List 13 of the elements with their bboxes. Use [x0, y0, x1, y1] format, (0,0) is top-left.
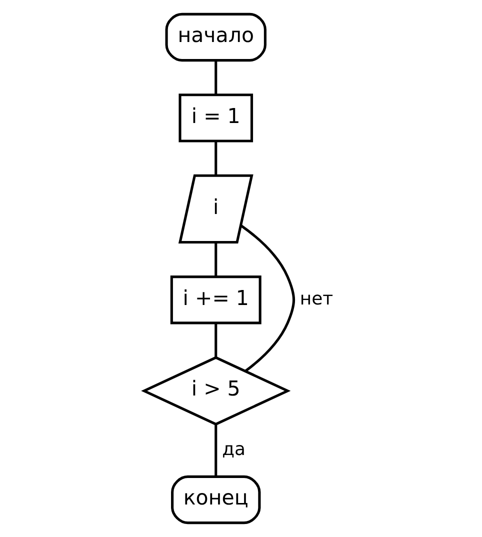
node-box: конец — [170, 475, 260, 524]
node-box: i = 1 — [178, 94, 253, 142]
node-diamond: i > 5 — [140, 356, 290, 426]
connector — [214, 242, 217, 276]
connector — [214, 424, 217, 477]
connector — [240, 224, 295, 372]
edge-label: нет — [299, 288, 333, 310]
node-box: i += 1 — [170, 276, 261, 324]
connector — [214, 60, 217, 95]
connector — [214, 323, 217, 358]
node-box: начало — [164, 12, 266, 62]
edge-label: да — [222, 439, 245, 460]
connector — [214, 141, 217, 176]
